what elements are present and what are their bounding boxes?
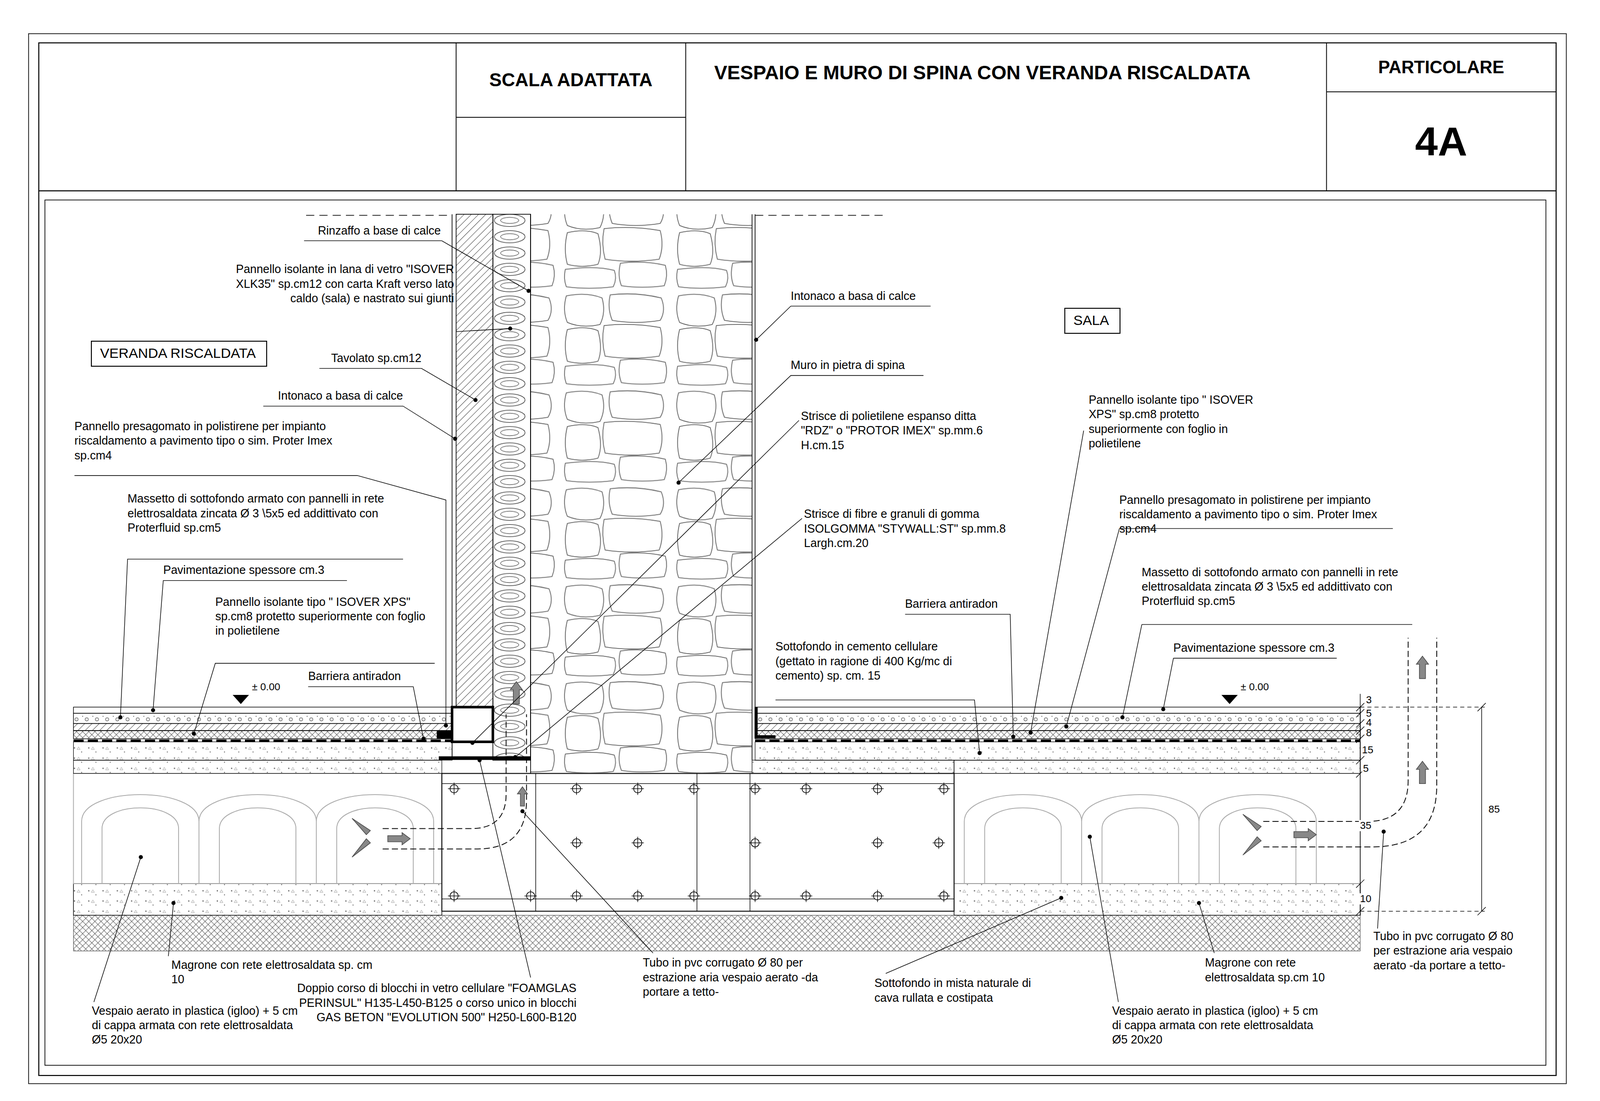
callout-text: Doppio corso di blocchi in vetro cellula… xyxy=(285,981,577,1025)
detail-header-cell: PARTICOLARE xyxy=(1326,42,1556,92)
node-text: 4A xyxy=(1414,117,1468,166)
callout-text: Rinzaffo a base di calce xyxy=(256,223,441,238)
callout-text: Barriera antiradon xyxy=(307,669,421,684)
dimension-text: 5 xyxy=(1362,763,1370,775)
dimension-text: 10 xyxy=(1358,893,1372,905)
callout-text: Pavimentazione spessore cm.3 xyxy=(163,563,347,578)
room-label-box: VERANDA RISCALDATA xyxy=(90,340,268,367)
callout-text: Sottofondo in cemento cellulare (gettato… xyxy=(775,639,978,684)
callout-text: Pannello isolante tipo " ISOVER XPS" sp.… xyxy=(1088,392,1261,451)
node-text: SALA xyxy=(1073,312,1112,329)
callout-text: Pavimentazione spessore cm.3 xyxy=(1173,640,1357,656)
dimension-text: 35 xyxy=(1358,820,1372,832)
room-label-box: SALA xyxy=(1064,307,1121,334)
callout-text: Vespaio aerato in plastica (igloo) + 5 c… xyxy=(91,1004,301,1048)
callout-text: Massetto di sottofondo armato con pannel… xyxy=(127,491,397,536)
dimension-text: 8 xyxy=(1365,727,1373,739)
callout-text: Strisce di fibre e granuli di gomma ISOL… xyxy=(804,506,1014,551)
node-text: PARTICOLARE xyxy=(1378,57,1505,78)
drawing-title: VESPAIO E MURO DI SPINA CON VERANDA RISC… xyxy=(714,61,1306,85)
callout-text: Muro in pietra di spina xyxy=(790,358,965,373)
callout-text: Sottofondo in mista naturale di cava rul… xyxy=(874,976,1050,1006)
dimension-text: 4 xyxy=(1365,717,1373,729)
dimension-text: 3 xyxy=(1365,694,1373,706)
callout-text: Pannello isolante in lana di vetro "ISOV… xyxy=(221,262,455,306)
callout-text: Tubo in pvc corrugato Ø 80 per estrazion… xyxy=(1373,929,1522,973)
scale-cell: SCALA ADATTATA xyxy=(455,42,686,118)
callout-text: Pannello isolante tipo " ISOVER XPS" sp.… xyxy=(215,595,435,639)
callout-text: Tavolato sp.cm12 xyxy=(268,351,422,366)
callout-text: Pannello presagomato in polistirene per … xyxy=(1119,492,1395,537)
callout-text: Massetto di sottofondo armato con pannel… xyxy=(1141,565,1413,609)
node-text: VERANDA RISCALDATA xyxy=(100,345,258,362)
dimension-text: 85 xyxy=(1487,804,1501,816)
dimension-text: 15 xyxy=(1361,744,1375,756)
callout-text: Strisce di polietilene espanso ditta "RD… xyxy=(800,409,1000,453)
callout-text: Barriera antiradon xyxy=(904,596,1028,612)
callout-text: Tubo in pvc corrugato Ø 80 per estrazion… xyxy=(642,955,842,1000)
callout-text: Intonaco a basa di calce xyxy=(229,388,404,404)
node-text: SCALA ADATTATA xyxy=(489,69,653,91)
detail-number-cell: 4A xyxy=(1326,91,1556,191)
dimension-text: ± 0.00 xyxy=(250,681,282,693)
callout-text: Magrone con rete elettrosaldata sp.cm 10 xyxy=(1204,955,1353,986)
callout-text: Intonaco a basa di calce xyxy=(790,288,965,304)
callout-text: Vespaio aerato in plastica (igloo) + 5 c… xyxy=(1112,1004,1322,1048)
callout-text: Pannello presagomato in polistirene per … xyxy=(74,419,345,463)
dimension-text: ± 0.00 xyxy=(1239,681,1270,693)
